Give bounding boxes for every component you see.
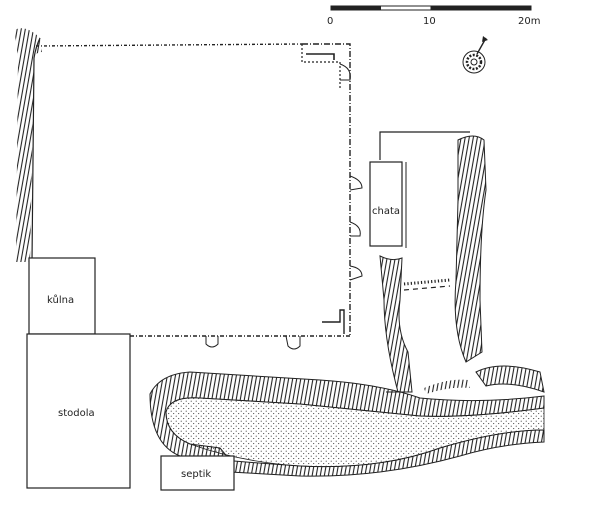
building-kulna: kůlna bbox=[28, 257, 96, 335]
embankment-right bbox=[379, 135, 545, 394]
building-chata: chata bbox=[369, 131, 470, 248]
building-septik: septik bbox=[160, 455, 235, 491]
scale-bar: 0 10 20m bbox=[327, 5, 540, 27]
label-kulna: kůlna bbox=[47, 294, 74, 306]
courtyard-boundary bbox=[35, 43, 363, 350]
scale-tick-10: 10 bbox=[423, 16, 436, 27]
building-stodola: stodola bbox=[26, 333, 131, 489]
embankment-left bbox=[14, 28, 42, 263]
north-arrow-compass-icon bbox=[462, 36, 488, 74]
label-chata: chata bbox=[372, 206, 400, 217]
scale-tick-0: 0 bbox=[327, 16, 333, 27]
label-septik: septik bbox=[181, 469, 211, 480]
label-stodola: stodola bbox=[58, 408, 95, 419]
scale-tick-20: 20m bbox=[518, 16, 540, 27]
stream-channel bbox=[149, 371, 545, 477]
